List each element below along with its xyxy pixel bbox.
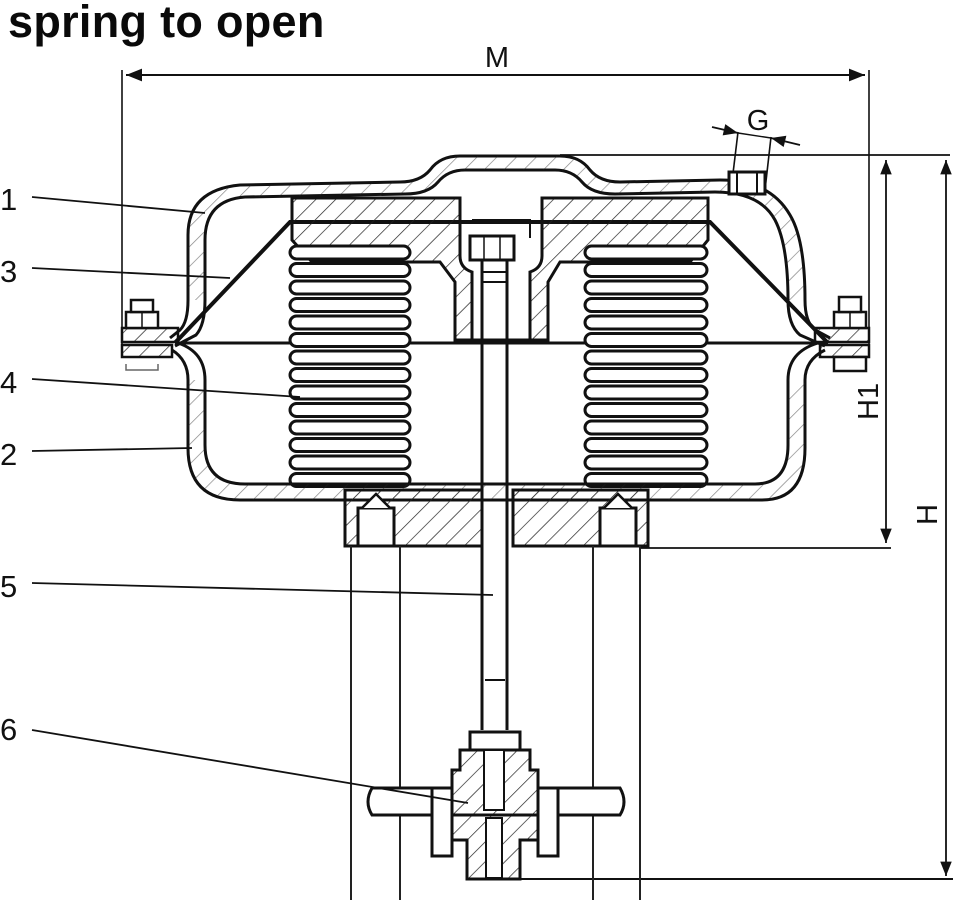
- spring-coil: [583, 437, 709, 453]
- spring-coil: [288, 244, 412, 261]
- part-label-5: 5: [0, 569, 17, 604]
- actuator-stem: [468, 234, 516, 730]
- lock-arm-right: [550, 786, 626, 817]
- spring-coil: [583, 314, 709, 331]
- dimension-label-g: G: [747, 105, 770, 137]
- spring-coil: [288, 279, 412, 296]
- spring-coil: [583, 332, 709, 348]
- dimension-label-m: M: [485, 42, 509, 74]
- part-label-4: 4: [0, 365, 17, 400]
- spring-coil: [288, 419, 412, 436]
- spring-right: [583, 244, 709, 488]
- spring-coil: [288, 367, 412, 383]
- part-label-2: 2: [0, 437, 17, 472]
- spring-coil: [288, 332, 412, 348]
- spring-coil: [288, 349, 412, 366]
- yoke-bolt-right: [598, 506, 638, 548]
- spring-coil: [288, 437, 412, 453]
- spring-coil: [583, 297, 709, 313]
- dimension-g: G: [711, 105, 801, 191]
- spring-coil: [288, 314, 412, 331]
- yoke-plate: [343, 488, 650, 548]
- spring-coil: [583, 349, 709, 366]
- spring-coil: [583, 419, 709, 436]
- spring-coil: [288, 402, 412, 418]
- yoke-bolt-left: [356, 506, 396, 548]
- spring-coil: [583, 402, 709, 418]
- dimension-h: H1 H: [520, 154, 953, 880]
- dimension-label-h: H: [912, 504, 944, 525]
- upper-housing: [169, 154, 831, 348]
- spring-coil: [288, 454, 412, 471]
- diaphragm: [173, 220, 830, 345]
- flange-right: [813, 295, 871, 373]
- diagram-title: spring to open: [8, 0, 325, 47]
- spring-coil: [288, 262, 412, 278]
- spring-coil: [583, 454, 709, 471]
- spring-coil: [583, 367, 709, 383]
- lower-housing: [171, 341, 826, 502]
- spring-coil: [583, 244, 709, 261]
- spring-coil: [583, 279, 709, 296]
- dimension-label-h1: H1: [853, 383, 885, 420]
- stem-coupling: [366, 730, 626, 881]
- part-label-6: 6: [0, 712, 17, 747]
- stem-nut: [468, 234, 516, 262]
- dimension-m: M: [121, 42, 870, 345]
- spring-coil: [288, 297, 412, 313]
- yoke-legs: [350, 546, 641, 900]
- flange-left: [120, 298, 180, 371]
- part-callouts: 1 3 4 2 5 6: [0, 182, 494, 804]
- spring-coil: [583, 262, 709, 278]
- spring-coil: [288, 384, 412, 401]
- part-label-3: 3: [0, 254, 17, 289]
- spring-coil: [583, 384, 709, 401]
- diaphragm-plate: [290, 196, 710, 342]
- part-label-1: 1: [0, 182, 17, 217]
- spring-left: [288, 244, 412, 488]
